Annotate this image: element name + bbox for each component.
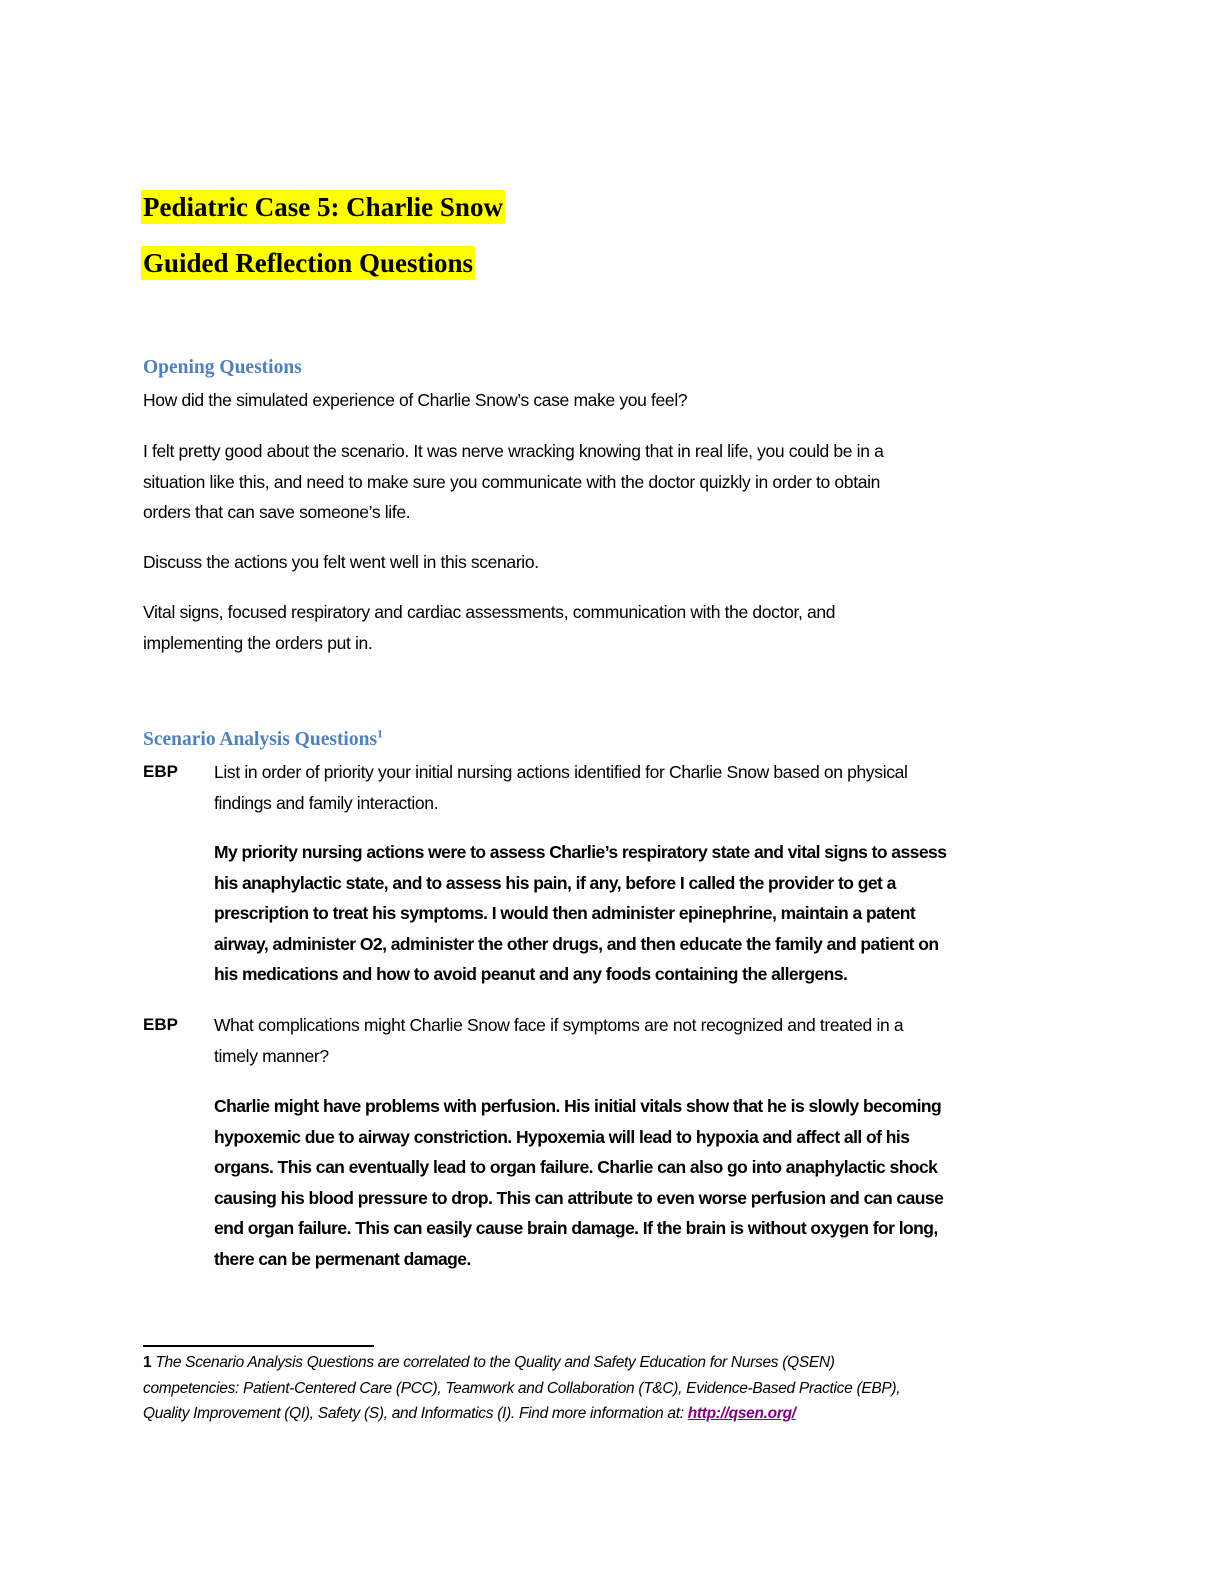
answer-line: end organ failure. This can easily cause… <box>214 1218 938 1238</box>
analysis-question-2: What complications might Charlie Snow fa… <box>214 1010 904 1071</box>
footnote-reference[interactable]: 1 <box>377 726 384 741</box>
opening-answer-2: Vital signs, focused respiratory and car… <box>143 597 836 658</box>
answer-line: Vital signs, focused respiratory and car… <box>143 602 836 622</box>
answer-line: Charlie might have problems with perfusi… <box>214 1096 942 1116</box>
answer-line: hypoxemic due to airway constriction. Hy… <box>214 1126 910 1147</box>
analysis-answer-1: My priority nursing actions were to asse… <box>214 837 947 990</box>
opening-question-1: How did the simulated experience of Char… <box>143 390 688 410</box>
footnote-line: competencies: Patient-Centered Care (PCC… <box>143 1379 901 1397</box>
footnote-separator <box>143 1345 374 1347</box>
answer-line: airway, administer O2, administer the ot… <box>214 933 939 954</box>
answer-line: situation like this, and need to make su… <box>143 471 881 492</box>
answer-line: organs. This can eventually lead to orga… <box>214 1157 938 1177</box>
question-line: List in order of priority your initial n… <box>214 762 908 782</box>
answer-line: there can be permenant damage. <box>214 1248 471 1269</box>
question-line: timely manner? <box>214 1045 329 1066</box>
footnote-line: Quality Improvement (QI), Safety (S), an… <box>143 1401 900 1427</box>
footnote-line: 1 The Scenario Analysis Questions are co… <box>143 1350 900 1376</box>
opening-questions-heading: Opening Questions <box>143 357 302 378</box>
answer-line: My priority nursing actions were to asse… <box>214 842 947 862</box>
answer-line: prescription to treat his symptoms. I wo… <box>214 903 916 923</box>
answer-line: orders that can save someone’s life. <box>143 502 411 522</box>
analysis-answer-2: Charlie might have problems with perfusi… <box>214 1091 944 1274</box>
qsen-link[interactable]: http://qsen.org/ <box>687 1405 796 1422</box>
footnote: 1 The Scenario Analysis Questions are co… <box>143 1350 901 1427</box>
question-line: What complications might Charlie Snow fa… <box>214 1015 904 1035</box>
competency-tag: EBP <box>143 1015 178 1034</box>
answer-line: causing his blood pressure to drop. This… <box>214 1187 944 1208</box>
footnote-text: The Scenario Analysis Questions are corr… <box>155 1354 835 1371</box>
answer-line: I felt pretty good about the scenario. I… <box>143 441 884 461</box>
analysis-question-1: List in order of priority your initial n… <box>214 757 908 818</box>
scenario-analysis-heading: Scenario Analysis Questions1 <box>143 726 384 751</box>
answer-line: his medications and how to avoid peanut … <box>214 964 848 984</box>
document-title: Pediatric Case 5: Charlie Snow <box>141 190 505 224</box>
competency-tag: EBP <box>143 762 178 781</box>
opening-question-2: Discuss the actions you felt went well i… <box>143 552 539 572</box>
footnote-text: Quality Improvement (QI), Safety (S), an… <box>143 1405 688 1422</box>
document-subtitle: Guided Reflection Questions <box>141 246 476 280</box>
opening-answer-1: I felt pretty good about the scenario. I… <box>143 436 884 528</box>
answer-line: his anaphylactic state, and to assess hi… <box>214 872 896 893</box>
footnote-number: 1 <box>143 1354 152 1371</box>
question-line: findings and family interaction. <box>214 792 439 813</box>
answer-line: implementing the orders put in. <box>143 632 373 653</box>
heading-text: Scenario Analysis Questions <box>143 729 378 750</box>
